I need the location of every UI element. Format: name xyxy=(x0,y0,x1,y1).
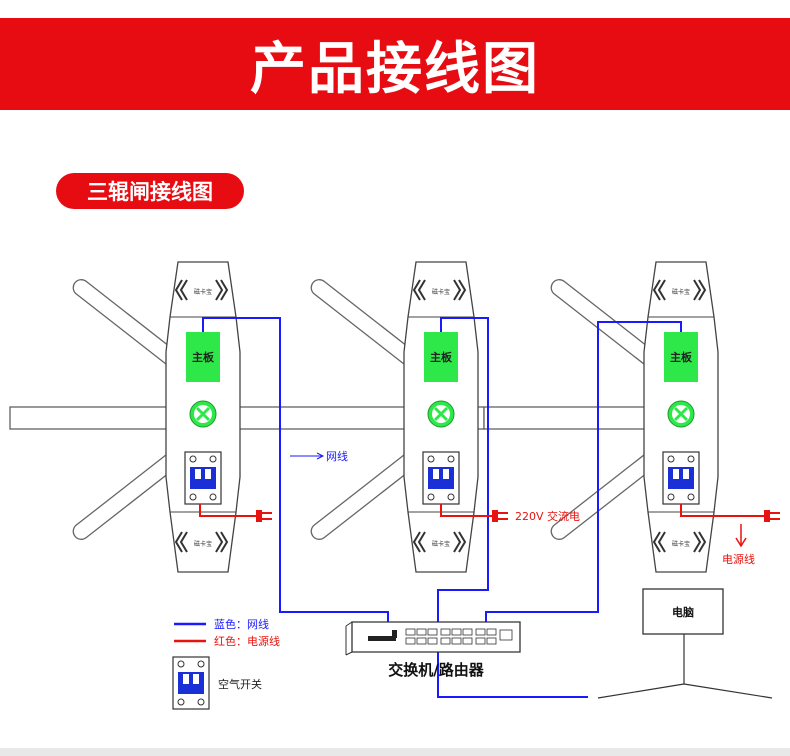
ac-power-label: 220V 交流电 xyxy=(515,509,580,523)
gate-logo-text: 磁卡宝 xyxy=(432,288,450,296)
plug-icon xyxy=(492,510,508,522)
main-board xyxy=(664,332,698,382)
legend-red-label: 红色：电源线 xyxy=(214,634,280,648)
header-banner: 产品接线图 xyxy=(0,18,790,110)
network-cable-computer xyxy=(437,652,588,698)
page-title: 产品接线图 xyxy=(250,36,540,102)
main-board xyxy=(424,332,458,382)
power-cable-gate-2 xyxy=(440,504,494,517)
switch-router xyxy=(345,621,521,656)
network-cable-gate-2 xyxy=(437,317,489,622)
footer-divider xyxy=(0,748,790,756)
plug-icon xyxy=(256,510,272,522)
main-board xyxy=(186,332,220,382)
network-cable-label: 网线 xyxy=(326,449,348,463)
power-cables xyxy=(199,504,766,517)
turnstile-gate-3: 主板 磁卡宝 磁卡宝 xyxy=(546,260,720,574)
legend: 蓝色：网线 红色：电源线 空气开关 xyxy=(172,617,280,710)
legend-breaker-label: 空气开关 xyxy=(218,677,262,691)
section-title-pill: 三辊闸接线图 xyxy=(56,173,244,209)
power-cable-label: 电源线 xyxy=(722,552,755,566)
computer-label: 电脑 xyxy=(672,605,694,619)
legend-blue-label: 蓝色：网线 xyxy=(214,617,269,631)
gate-logo-text: 磁卡宝 xyxy=(672,288,690,296)
switch-router-label: 交换机/路由器 xyxy=(388,661,484,679)
breaker-icon xyxy=(172,656,210,710)
switch-ports xyxy=(405,628,497,645)
turnstile-gate-2: 主板 磁卡宝 磁卡宝 xyxy=(306,260,480,574)
network-cable-gate-1 xyxy=(202,317,389,622)
gate-logo-text: 磁卡宝 xyxy=(432,540,450,548)
computer xyxy=(597,588,773,699)
network-cables xyxy=(202,317,682,698)
arrow-icon xyxy=(316,452,325,460)
power-cable-gate-3 xyxy=(680,504,766,517)
gate-logo-text: 磁卡宝 xyxy=(194,288,212,296)
plug-icon xyxy=(764,510,780,522)
arrow-down-icon xyxy=(735,537,747,548)
main-board-label: 主板 xyxy=(670,350,693,364)
network-cable-gate-3 xyxy=(485,321,682,622)
gate-logo-text: 磁卡宝 xyxy=(194,540,212,548)
section-title: 三辊闸接线图 xyxy=(87,180,213,204)
horizontal-arm xyxy=(483,406,665,430)
main-board-label: 主板 xyxy=(430,350,453,364)
power-cable-gate-1 xyxy=(199,504,258,517)
turnstile-gate-1: 主板 磁卡宝 磁卡宝 xyxy=(68,260,242,574)
gate-logo-text: 磁卡宝 xyxy=(672,540,690,548)
main-board-label: 主板 xyxy=(192,350,215,364)
